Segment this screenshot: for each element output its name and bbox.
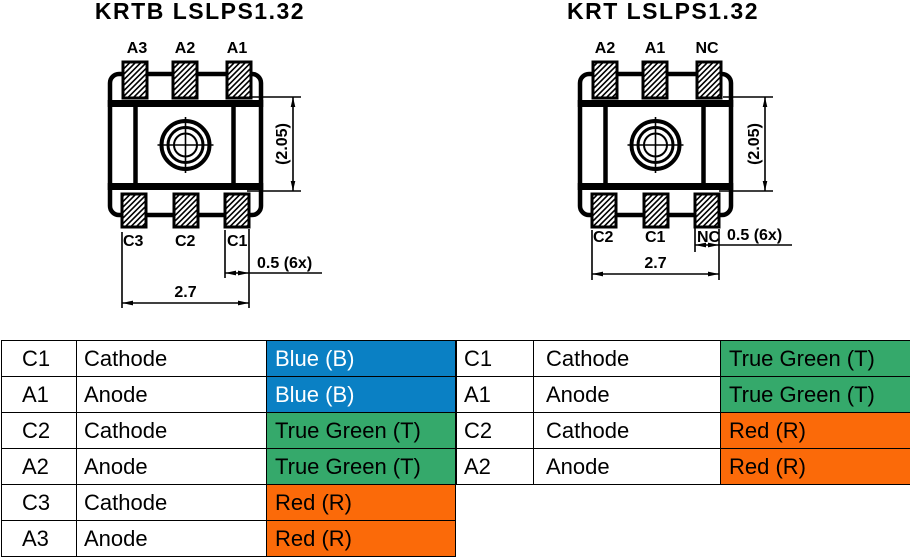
diagram-title-krt: KRT LSLPS1.32 bbox=[567, 0, 759, 24]
pin-cell: C1 bbox=[1, 340, 77, 377]
color-cell: Red (R) bbox=[266, 484, 456, 521]
pad-bottom-1 bbox=[590, 192, 618, 229]
pad-bottom-2 bbox=[642, 192, 670, 229]
pin-cell: C2 bbox=[456, 412, 534, 449]
function-cell: Anode bbox=[76, 376, 267, 413]
pad-bottom-3 bbox=[223, 192, 251, 229]
package-diagrams: KRTB LSLPS1.32 A3 A2 A1 C3 C2 C1 bbox=[95, 0, 792, 308]
pin-cell: A1 bbox=[1, 376, 77, 413]
pin-label-top-3: NC bbox=[695, 40, 719, 57]
function-cell: Cathode bbox=[76, 412, 267, 449]
function-cell: Cathode bbox=[76, 484, 267, 521]
top-bar bbox=[577, 100, 734, 107]
pin-cell: C2 bbox=[1, 412, 77, 449]
pin-label-bottom-2: C2 bbox=[175, 233, 196, 250]
color-cell: Red (R) bbox=[720, 412, 910, 449]
pin-label-top-2: A1 bbox=[645, 40, 666, 57]
pin-cell: C3 bbox=[1, 484, 77, 521]
bottom-bar bbox=[107, 183, 264, 190]
pin-label-top-1: A3 bbox=[127, 40, 148, 57]
dim-pad-label: 0.5 (6x) bbox=[727, 227, 782, 244]
pin-cell: A2 bbox=[456, 448, 534, 485]
dim-pad-label: 0.5 (6x) bbox=[257, 255, 312, 272]
color-cell: True Green (T) bbox=[720, 340, 910, 377]
function-cell: Anode bbox=[76, 448, 267, 485]
color-cell: Red (R) bbox=[720, 448, 910, 485]
dim-pitch-label: 2.7 bbox=[644, 255, 666, 272]
pin-label-bottom-3: C1 bbox=[227, 233, 248, 250]
center-target-icon bbox=[627, 117, 684, 173]
dim-height-label: (2.05) bbox=[746, 123, 763, 165]
function-cell: Cathode bbox=[533, 340, 721, 377]
color-cell: True Green (T) bbox=[266, 448, 456, 485]
function-cell: Cathode bbox=[76, 340, 267, 377]
pad-top-1 bbox=[121, 60, 149, 100]
pin-label-top-3: A1 bbox=[227, 40, 248, 57]
pad-bottom-2 bbox=[172, 192, 200, 229]
function-cell: Cathode bbox=[533, 412, 721, 449]
pad-top-2 bbox=[641, 60, 669, 100]
top-bar bbox=[107, 100, 264, 107]
pad-bottom-1 bbox=[120, 192, 148, 229]
pin-label-top-2: A2 bbox=[175, 40, 196, 57]
pad-top-3 bbox=[695, 60, 723, 100]
pad-bottom-3 bbox=[693, 192, 721, 229]
color-cell: True Green (T) bbox=[720, 376, 910, 413]
dimension-pad-width: 0.5 (6x) bbox=[694, 227, 792, 280]
pin-cell: A1 bbox=[456, 376, 534, 413]
pad-top-3 bbox=[225, 60, 253, 100]
function-cell: Anode bbox=[76, 520, 267, 557]
pin-label-bottom-3: NC bbox=[697, 229, 721, 246]
dimension-pitch: 2.7 bbox=[121, 232, 249, 308]
function-cell: Anode bbox=[533, 448, 721, 485]
dimension-height: (2.05) bbox=[247, 96, 301, 192]
function-cell: Anode bbox=[533, 376, 721, 413]
dimension-height: (2.05) bbox=[719, 96, 773, 192]
pad-top-2 bbox=[171, 60, 199, 100]
pin-cell: C1 bbox=[456, 340, 534, 377]
dimension-pad-width: 0.5 (6x) bbox=[224, 229, 322, 308]
dim-height-label: (2.05) bbox=[274, 123, 291, 165]
pin-label-bottom-1: C3 bbox=[123, 233, 144, 250]
pin-cell: A3 bbox=[1, 520, 77, 557]
pin-cell: A2 bbox=[1, 448, 77, 485]
color-cell: Blue (B) bbox=[266, 340, 456, 377]
center-target-icon bbox=[157, 117, 214, 173]
color-cell: Red (R) bbox=[266, 520, 456, 557]
pad-top-1 bbox=[591, 60, 619, 100]
diagram-krt: KRT LSLPS1.32 A2 A1 NC C2 C1 NC bbox=[567, 0, 792, 280]
dimension-pitch: 2.7 bbox=[591, 230, 719, 280]
pin-label-bottom-1: C2 bbox=[593, 229, 614, 246]
diagram-title-krtb: KRTB LSLPS1.32 bbox=[95, 0, 305, 24]
pin-label-top-1: A2 bbox=[595, 40, 616, 57]
diagram-krtb: KRTB LSLPS1.32 A3 A2 A1 C3 C2 C1 bbox=[95, 0, 322, 308]
color-cell: Blue (B) bbox=[266, 376, 456, 413]
color-cell: True Green (T) bbox=[266, 412, 456, 449]
dim-pitch-label: 2.7 bbox=[174, 284, 196, 301]
pin-label-bottom-2: C1 bbox=[645, 229, 666, 246]
bottom-bar bbox=[577, 183, 734, 190]
